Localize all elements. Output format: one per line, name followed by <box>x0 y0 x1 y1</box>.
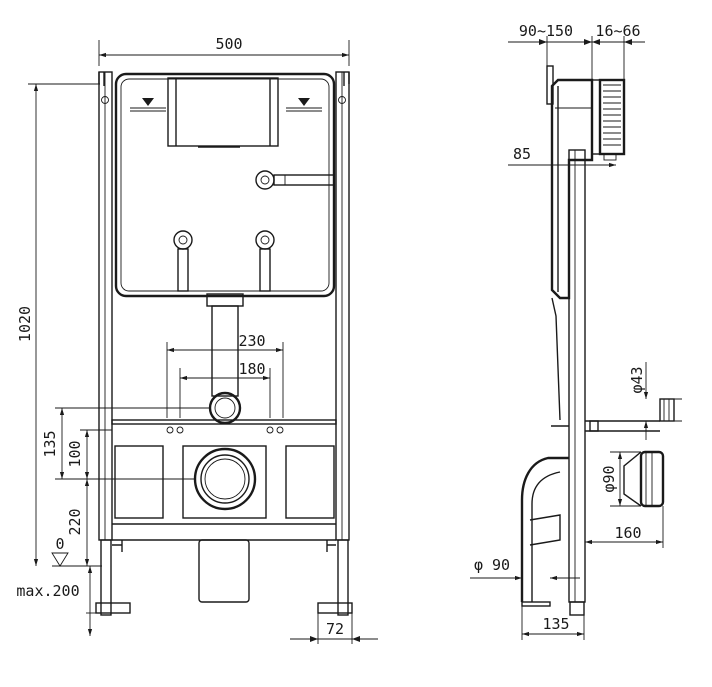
dim-100-label: 100 <box>66 440 84 467</box>
front-view: 500 1020 230 180 135 100 220 0 max.200 <box>16 35 378 644</box>
waste-outlet <box>182 445 267 519</box>
dim-16-66-label: 16~66 <box>595 22 640 40</box>
side-flush-plate <box>591 78 626 161</box>
dim-max200-label: max.200 <box>16 582 79 600</box>
dim-90-150-label: 90~150 <box>519 22 573 40</box>
dim-220-label: 220 <box>66 508 84 535</box>
foot-right <box>317 602 353 614</box>
cross-bar <box>111 419 337 425</box>
leg-right <box>337 539 349 616</box>
dim-135-label: 135 <box>41 430 59 457</box>
panel-right <box>285 445 335 519</box>
zero-level-label: 0 <box>55 535 64 553</box>
level-mark-left-icon <box>142 98 154 106</box>
dim-230-label: 230 <box>238 332 265 350</box>
zero-level-marker-icon <box>51 552 69 567</box>
dim-85-label: 85 <box>513 145 531 163</box>
foot-left <box>95 602 131 614</box>
dim-phi90-right-label: φ90 <box>600 465 618 492</box>
dim-135-side-label: 135 <box>542 615 569 633</box>
fixing-lug-left <box>173 230 193 292</box>
water-inlet <box>255 170 335 190</box>
dim-72-label: 72 <box>326 620 344 638</box>
dim-phi43-label: φ43 <box>628 366 646 393</box>
frame-hole-left <box>101 96 109 104</box>
drain-stub <box>198 539 250 603</box>
dim-phi90-left-label: φ 90 <box>474 556 510 574</box>
side-frame-post <box>568 149 586 603</box>
leg-left <box>100 539 112 616</box>
dim-160-label: 160 <box>614 524 641 542</box>
cistern <box>114 72 336 298</box>
side-foot <box>569 601 585 616</box>
level-mark-right-icon <box>298 98 310 106</box>
top-left-hook <box>98 72 105 86</box>
side-elbow <box>520 450 665 607</box>
panel-left <box>114 445 164 519</box>
flush-plate-opening <box>167 77 279 147</box>
top-right-hook <box>343 72 350 86</box>
side-cistern <box>546 65 594 421</box>
frame-hole-right <box>338 96 346 104</box>
dim-180-label: 180 <box>238 360 265 378</box>
flush-pipe <box>206 293 244 425</box>
side-view: 90~150 16~66 85 φ43 φ90 160 φ 90 135 <box>470 22 682 640</box>
fixing-lug-right <box>255 230 275 292</box>
dim-500-label: 500 <box>215 35 242 53</box>
dim-1020-label: 1020 <box>16 306 34 342</box>
